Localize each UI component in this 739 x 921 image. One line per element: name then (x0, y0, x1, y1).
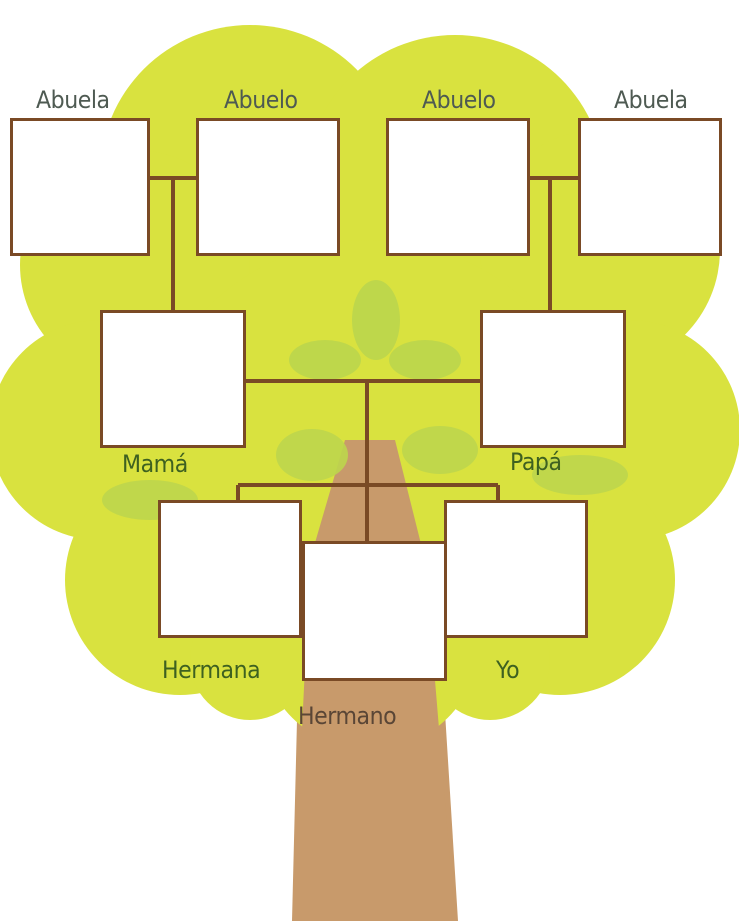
label-mother: Mamá (122, 450, 188, 478)
photo-box-grandmother-left[interactable] (10, 118, 150, 256)
photo-box-sister[interactable] (158, 500, 302, 638)
label-brother: Hermano (298, 702, 397, 730)
photo-box-self[interactable] (444, 500, 588, 638)
label-grandmother-left: Abuela (36, 86, 110, 114)
photo-box-grandfather-left[interactable] (196, 118, 340, 256)
photo-box-grandmother-right[interactable] (578, 118, 722, 256)
label-grandmother-right: Abuela (614, 86, 688, 114)
connector-lines (150, 176, 578, 543)
label-sister: Hermana (162, 656, 261, 684)
photo-box-brother[interactable] (302, 541, 447, 681)
label-grandfather-left: Abuelo (224, 86, 298, 114)
photo-box-father[interactable] (480, 310, 626, 448)
photo-box-mother[interactable] (100, 310, 246, 448)
photo-box-grandfather-right[interactable] (386, 118, 530, 256)
label-self: Yo (496, 656, 520, 684)
label-grandfather-right: Abuelo (422, 86, 496, 114)
label-father: Papá (510, 448, 562, 476)
decorative-leaves (102, 280, 628, 520)
